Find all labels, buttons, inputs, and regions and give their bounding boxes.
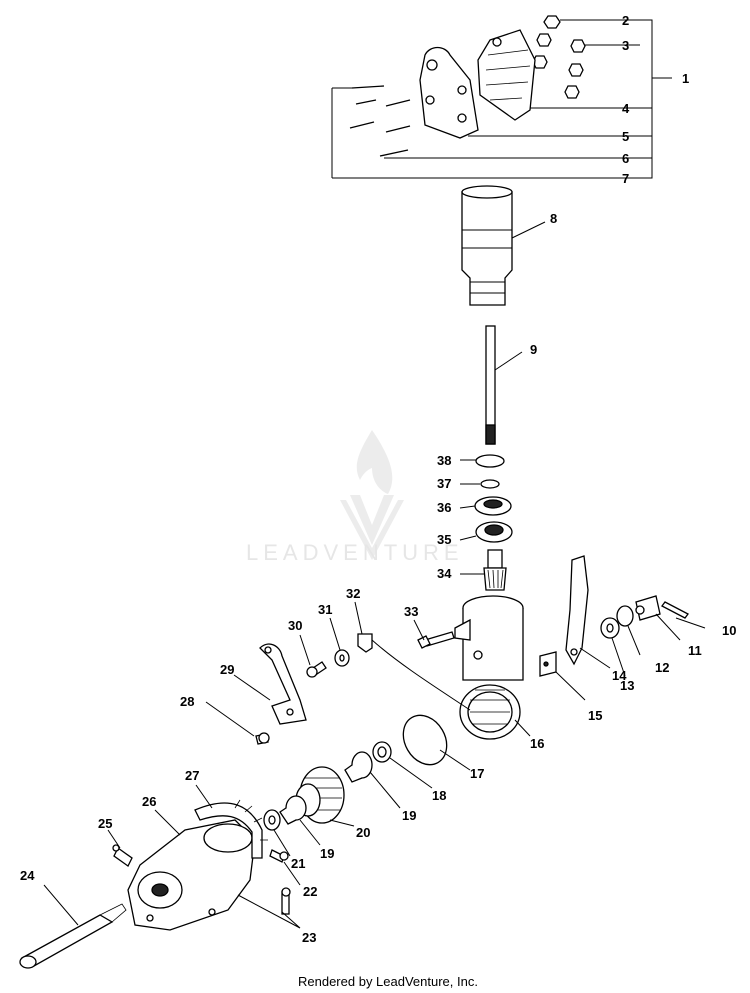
nut-group (532, 15, 586, 99)
screw-22 (269, 849, 289, 863)
watermark: LEADVENTURE (246, 430, 464, 565)
bearing-36 (474, 496, 512, 516)
callout-26: 26 (142, 794, 156, 809)
washer-31 (334, 649, 350, 667)
screw-23 (281, 887, 291, 915)
callout-19a: 19 (402, 808, 416, 823)
handle-lever-14 (565, 555, 589, 666)
callout-21: 21 (291, 856, 305, 871)
callout-28: 28 (180, 694, 194, 709)
callout-27: 27 (185, 768, 199, 783)
bearing-35 (475, 521, 513, 543)
footer-credit: Rendered by LeadVenture, Inc. (298, 974, 478, 989)
callout-23: 23 (302, 930, 316, 945)
drive-shaft (485, 325, 496, 445)
callout-30: 30 (288, 618, 302, 633)
gear-housing (127, 819, 256, 931)
callout-19b: 19 (320, 846, 334, 861)
o-ring-17 (402, 714, 448, 766)
callout-3: 3 (622, 38, 629, 53)
snap-ring-38 (475, 454, 505, 468)
bushing-19-lower (279, 795, 307, 825)
callout-4: 4 (622, 101, 630, 116)
pinion-gear-34 (483, 549, 507, 591)
washer-18 (372, 741, 392, 763)
bolt-28 (255, 732, 270, 745)
retaining-ring-37 (480, 479, 500, 489)
callout-labels: 1 2 3 4 5 6 7 8 9 10 11 12 13 14 15 16 1… (20, 13, 736, 945)
callout-1: 1 (682, 71, 689, 86)
bevel-gear-20 (295, 766, 345, 824)
bolt-33 (417, 631, 455, 649)
callout-13: 13 (620, 678, 634, 693)
cotter-pin-10 (661, 601, 689, 619)
clip-32 (357, 633, 373, 653)
callout-11: 11 (688, 643, 702, 658)
clamp-half-inner (477, 29, 536, 121)
clamp-half-outer (419, 46, 479, 139)
washer-13 (600, 617, 620, 639)
callout-36: 36 (437, 500, 451, 515)
throttle-cable (371, 639, 471, 711)
screw-30 (306, 661, 327, 678)
callout-5: 5 (622, 129, 629, 144)
spacer-12 (616, 605, 634, 627)
knob-11 (635, 595, 661, 621)
callout-35: 35 (437, 532, 451, 547)
blade-shaft-24 (19, 903, 127, 969)
callout-16: 16 (530, 736, 544, 751)
throttle-arm-29 (259, 643, 307, 725)
bushing-19-upper (344, 751, 373, 783)
callout-31: 31 (318, 602, 332, 617)
callout-8: 8 (550, 211, 557, 226)
callout-17: 17 (470, 766, 484, 781)
callout-37: 37 (437, 476, 451, 491)
callout-29: 29 (220, 662, 234, 677)
clip-15 (539, 651, 557, 677)
callout-12: 12 (655, 660, 669, 675)
callout-14: 14 (612, 668, 627, 683)
callout-2: 2 (622, 13, 629, 28)
callout-10: 10 (722, 623, 736, 638)
callout-32: 32 (346, 586, 360, 601)
callout-24: 24 (20, 868, 35, 883)
bolt-group (349, 85, 411, 157)
leader-lines (43, 19, 706, 929)
gear-case (454, 595, 524, 740)
washer-21 (263, 809, 281, 831)
callout-20: 20 (356, 825, 370, 840)
callout-18: 18 (432, 788, 446, 803)
callout-22: 22 (303, 884, 317, 899)
callout-25: 25 (98, 816, 112, 831)
watermark-text: LEADVENTURE (246, 540, 464, 565)
callout-9: 9 (530, 342, 537, 357)
callout-34: 34 (437, 566, 452, 581)
callout-7: 7 (622, 171, 629, 186)
assembly-bracket-1 (331, 19, 672, 179)
grease-fitting-25 (112, 844, 133, 867)
callout-15: 15 (588, 708, 602, 723)
callout-33: 33 (404, 604, 418, 619)
flame-logo-icon (340, 430, 404, 560)
callout-6: 6 (622, 151, 629, 166)
callout-38: 38 (437, 453, 451, 468)
shaft-tube (461, 185, 513, 306)
guard-plate-27 (194, 799, 268, 859)
